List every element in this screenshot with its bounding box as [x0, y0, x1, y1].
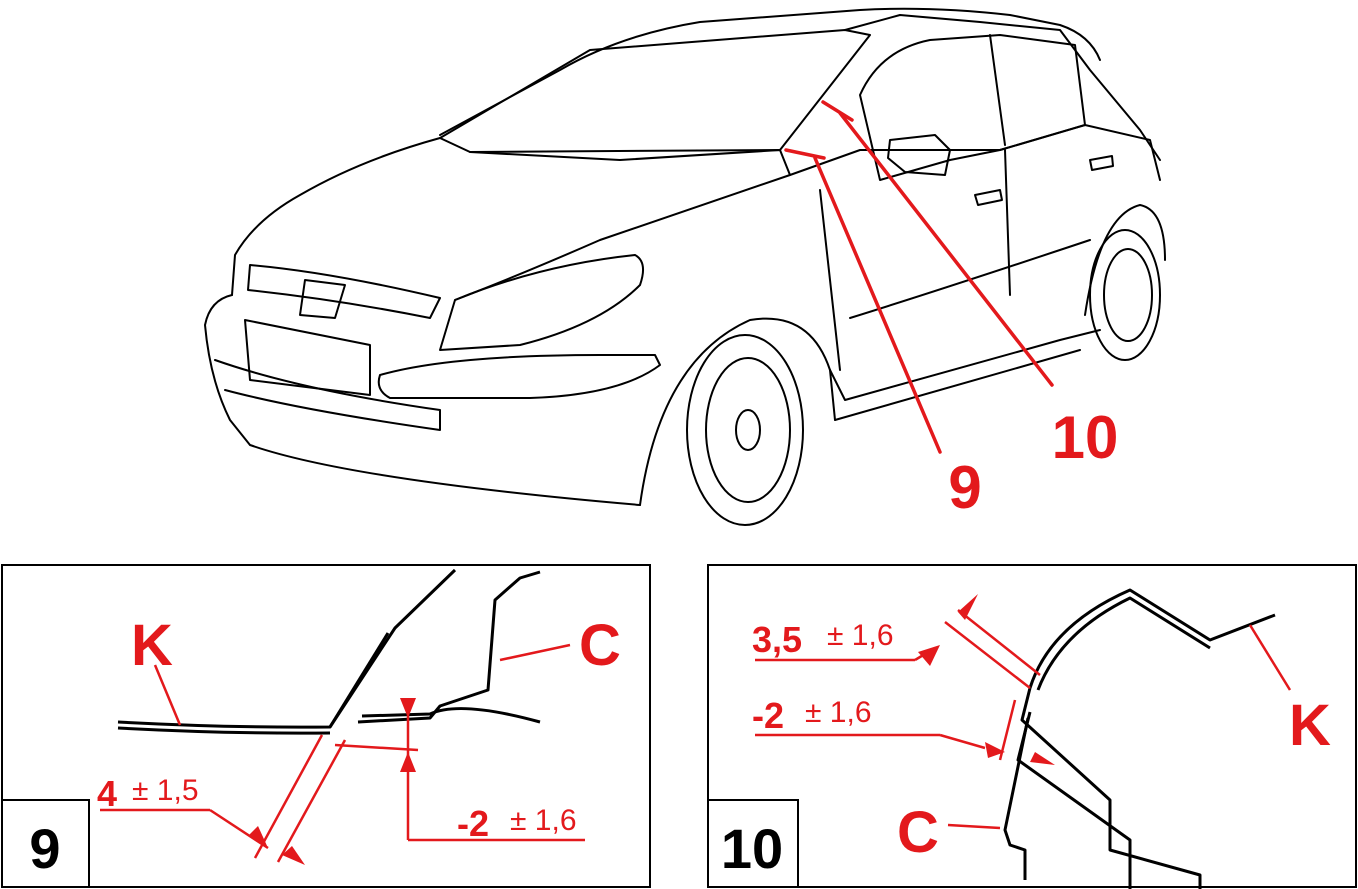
detail-panel-10: 10 K C 3,5 ± 1 [707, 564, 1357, 889]
callout-10-marker [821, 100, 854, 122]
detail-9-arrowheads [248, 698, 416, 865]
detail-10-profile [1003, 588, 1276, 889]
detail-9-number-box [1, 799, 90, 888]
detail-10-arrowheads [918, 594, 1055, 765]
detail-9-flush-value: -2 [457, 803, 489, 844]
detail-10-label-c: C [897, 800, 939, 865]
detail-10-gap-tolerance: ± 1,6 [827, 619, 894, 652]
detail-10-flush-tolerance: ± 1,6 [805, 696, 872, 729]
detail-9-label-c: C [579, 613, 621, 678]
detail-9-flush-tolerance: ± 1,6 [510, 804, 577, 837]
detail-10-flush-value: -2 [752, 695, 784, 736]
detail-9-dimensions [100, 643, 585, 863]
car-overview-drawing [204, 7, 1166, 526]
callout-9-marker [784, 148, 826, 160]
callout-10-label: 10 [1052, 404, 1119, 471]
detail-10-gap-value: 3,5 [752, 619, 802, 660]
detail-9-frame [1, 564, 651, 888]
callout-9-leader [813, 156, 942, 454]
detail-panel-9: 9 K C 4 ± 1,5 [1, 564, 651, 888]
detail-9-label-k: K [131, 613, 173, 678]
detail-9-profile [117, 568, 541, 735]
detail-9-gap-tolerance: ± 1,5 [132, 774, 199, 807]
callout-leaders [784, 100, 1054, 454]
callout-9-label: 9 [948, 454, 981, 521]
detail-10-frame [707, 564, 1357, 888]
detail-10-number: 10 [721, 817, 783, 880]
detail-10-label-k: K [1289, 693, 1331, 758]
callout-10-leader [838, 111, 1054, 387]
detail-9-number: 9 [29, 817, 60, 880]
detail-9-gap-value: 4 [97, 773, 117, 814]
detail-10-number-box [707, 799, 799, 888]
